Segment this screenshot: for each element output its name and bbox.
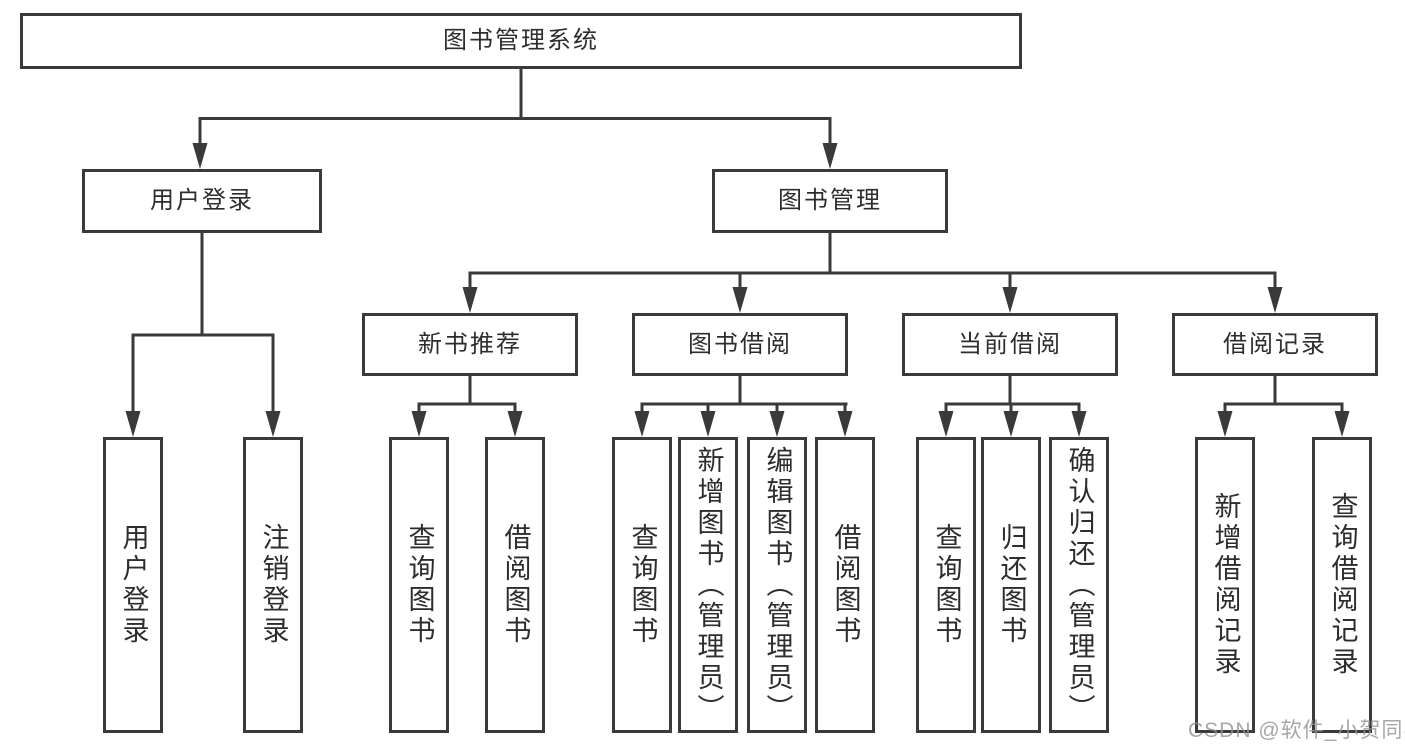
- leaf-query-book-current: 查询图书: [916, 437, 976, 733]
- node-book-management: 图书管理: [712, 169, 948, 233]
- leaf-logout: 注销登录: [243, 437, 303, 733]
- leaf-borrow-book-borrowing: 借阅图书: [815, 437, 875, 733]
- node-library-system: 图书管理系统: [20, 13, 1022, 69]
- node-current-borrowing: 当前借阅: [902, 313, 1118, 376]
- leaf-add-borrow-record: 新增借阅记录: [1195, 437, 1255, 733]
- csdn-watermark: CSDN @软件_小贺同学: [1188, 719, 1405, 742]
- leaf-query-borrow-record: 查询借阅记录: [1312, 437, 1372, 733]
- leaf-confirm-return-admin: 确认归还（管理员）: [1049, 437, 1109, 733]
- leaf-edit-book-admin: 编辑图书（管理员）: [747, 437, 807, 733]
- leaf-return-book: 归还图书: [981, 437, 1041, 733]
- leaf-user-login: 用户登录: [103, 437, 163, 733]
- leaf-query-book-borrowing: 查询图书: [612, 437, 672, 733]
- node-new-book-recommend: 新书推荐: [362, 313, 578, 376]
- node-user-login: 用户登录: [82, 169, 322, 233]
- node-book-borrowing: 图书借阅: [632, 313, 848, 376]
- leaf-borrow-book-recommend: 借阅图书: [485, 437, 545, 733]
- leaf-query-book-recommend: 查询图书: [389, 437, 449, 733]
- node-borrowing-records: 借阅记录: [1172, 313, 1378, 376]
- leaf-add-book-admin: 新增图书（管理员）: [678, 437, 738, 733]
